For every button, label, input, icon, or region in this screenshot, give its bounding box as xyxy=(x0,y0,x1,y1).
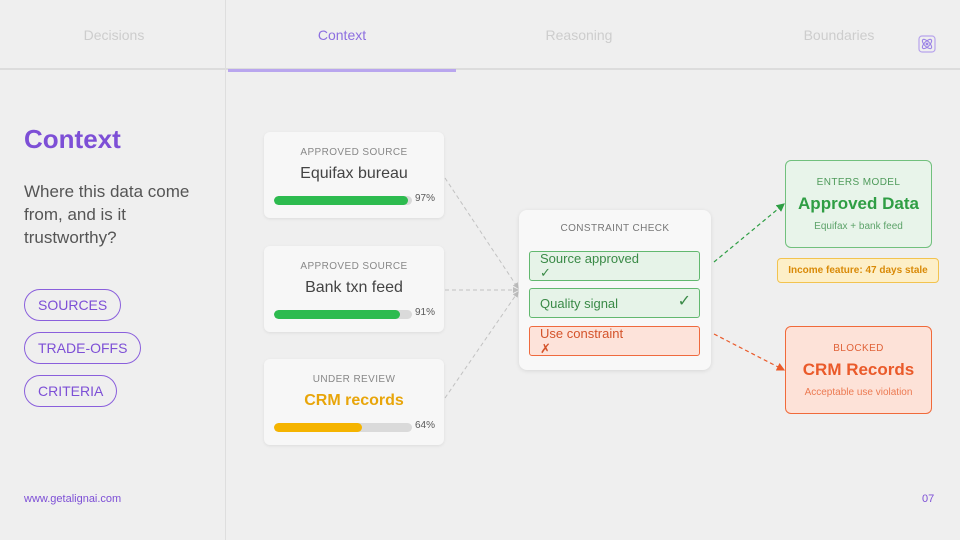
tab-boundaries[interactable]: Boundaries xyxy=(803,27,875,43)
quality-bar-fill xyxy=(274,196,408,205)
source-status: UNDER REVIEW xyxy=(312,374,396,385)
check-mark-icon: ✓ xyxy=(677,293,691,310)
quality-percent: 91% xyxy=(415,307,436,318)
sidebar-divider xyxy=(225,0,226,540)
check-row-source-approved: Source approved ✓ xyxy=(529,251,700,281)
check-mark-icon: ✓ xyxy=(540,265,551,280)
quality-bar xyxy=(274,196,412,205)
approved-sub: Equifax + bank feed xyxy=(814,221,903,232)
source-card-bank[interactable]: APPROVED SOURCE Bank txn feed 91% xyxy=(264,246,444,332)
top-nav: Decisions Context Reasoning Boundaries xyxy=(0,0,960,72)
pill-sources[interactable]: SOURCES xyxy=(24,289,122,321)
page-title: Context xyxy=(24,124,121,154)
check-row-quality-signal: Quality signal ✓ xyxy=(529,288,700,318)
source-name: Bank txn feed xyxy=(305,279,403,296)
tab-reasoning[interactable]: Reasoning xyxy=(545,27,613,43)
source-card-crm[interactable]: UNDER REVIEW CRM records 64% xyxy=(264,359,444,445)
source-name: CRM records xyxy=(304,392,404,409)
quality-bar-fill xyxy=(274,423,363,432)
constraint-check-title: CONSTRAINT CHECK xyxy=(560,223,670,234)
tab-context[interactable]: Context xyxy=(228,0,456,72)
source-card-equifax[interactable]: APPROVED SOURCE Equifax bureau 97% xyxy=(264,132,444,218)
constraint-check-panel: CONSTRAINT CHECK Source approved ✓ Quali… xyxy=(519,210,711,370)
connector-approved xyxy=(713,203,785,263)
tab-decisions[interactable]: Decisions xyxy=(83,27,145,43)
approved-data-box: ENTERS MODEL Approved Data Equifax + ban… xyxy=(785,160,932,248)
blocked-kicker: BLOCKED xyxy=(833,343,884,354)
source-status: APPROVED SOURCE xyxy=(300,147,408,158)
quality-percent: 64% xyxy=(415,420,436,431)
quality-percent: 97% xyxy=(415,193,436,204)
check-label: Quality signal xyxy=(540,296,619,311)
cross-mark-icon: ✗ xyxy=(540,341,551,356)
atom-icon xyxy=(918,35,936,53)
blocked-records-box: BLOCKED CRM Records Acceptable use viola… xyxy=(785,326,932,414)
source-name: Equifax bureau xyxy=(300,165,408,182)
quality-bar-fill xyxy=(274,310,400,319)
quality-bar xyxy=(274,423,412,432)
stale-feature-badge: Income feature: 47 days stale xyxy=(777,258,939,283)
page-question: Where this data come from, and is it tru… xyxy=(24,182,190,247)
check-label: Use constraint xyxy=(540,326,624,341)
approved-title: Approved Data xyxy=(798,194,919,213)
pill-criteria[interactable]: CRITERIA xyxy=(24,375,118,407)
connector-equifax xyxy=(444,177,519,289)
connector-crm xyxy=(444,291,519,399)
pill-trade-offs[interactable]: TRADE-OFFS xyxy=(24,332,142,364)
connector-blocked xyxy=(713,333,786,371)
blocked-title: CRM Records xyxy=(802,360,915,379)
quality-bar xyxy=(274,310,412,319)
check-row-use-constraint: Use constraint ✗ xyxy=(529,326,700,356)
page-number: 07 xyxy=(922,493,935,505)
check-label: Source approved xyxy=(540,251,640,266)
source-status: APPROVED SOURCE xyxy=(300,261,408,272)
approved-kicker: ENTERS MODEL xyxy=(816,177,901,188)
footer-url[interactable]: www.getalignai.com xyxy=(24,493,122,505)
blocked-sub: Acceptable use violation xyxy=(804,387,913,398)
